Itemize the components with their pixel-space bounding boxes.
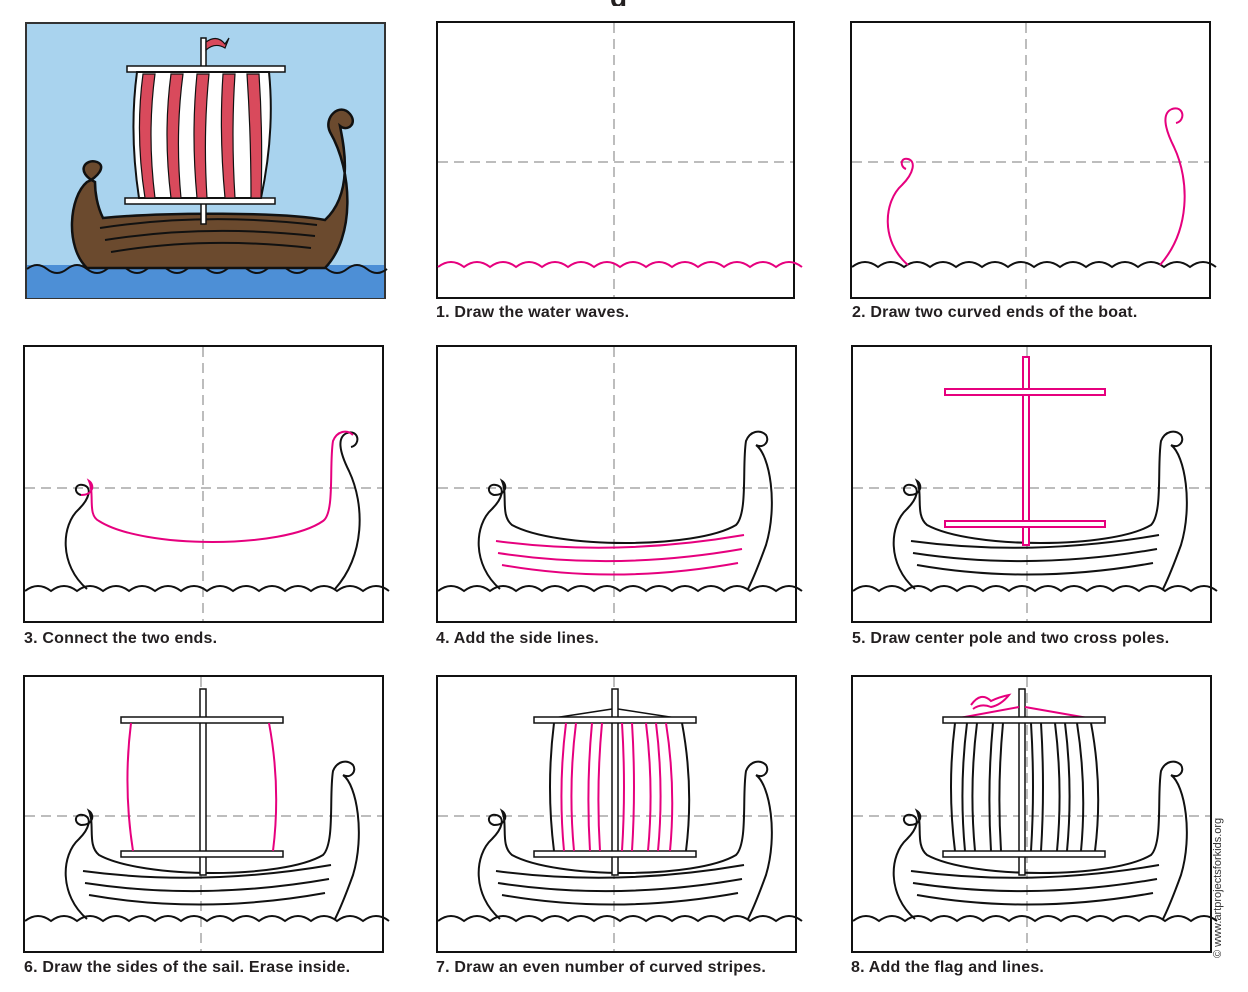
step-1-caption: 1. Draw the water waves.: [436, 304, 630, 321]
step-1-panel: [436, 21, 803, 299]
page-title-fragment: g: [610, 0, 760, 6]
step-6-caption: 6. Draw the sides of the sail. Erase ins…: [24, 959, 351, 976]
step-7-caption: 7. Draw an even number of curved stripes…: [436, 959, 767, 976]
step-5-panel: [851, 345, 1218, 623]
step-3-panel: [23, 345, 390, 623]
step-3-caption: 3. Connect the two ends.: [24, 630, 218, 647]
step-4-caption: 4. Add the side lines.: [436, 630, 599, 647]
finished-drawing: [25, 22, 388, 299]
step-5-caption: 5. Draw center pole and two cross poles.: [852, 630, 1170, 647]
step-8-panel: [851, 675, 1218, 953]
step-2-caption: 2. Draw two curved ends of the boat.: [852, 304, 1138, 321]
step-2-panel: [850, 21, 1217, 299]
step-8-caption: 8. Add the flag and lines.: [851, 959, 1045, 976]
step-6-panel: [23, 675, 390, 953]
step-4-panel: [436, 345, 803, 623]
step-7-panel: [436, 675, 803, 953]
copyright-credit: © www.artprojectsforkids.org: [1212, 817, 1224, 958]
